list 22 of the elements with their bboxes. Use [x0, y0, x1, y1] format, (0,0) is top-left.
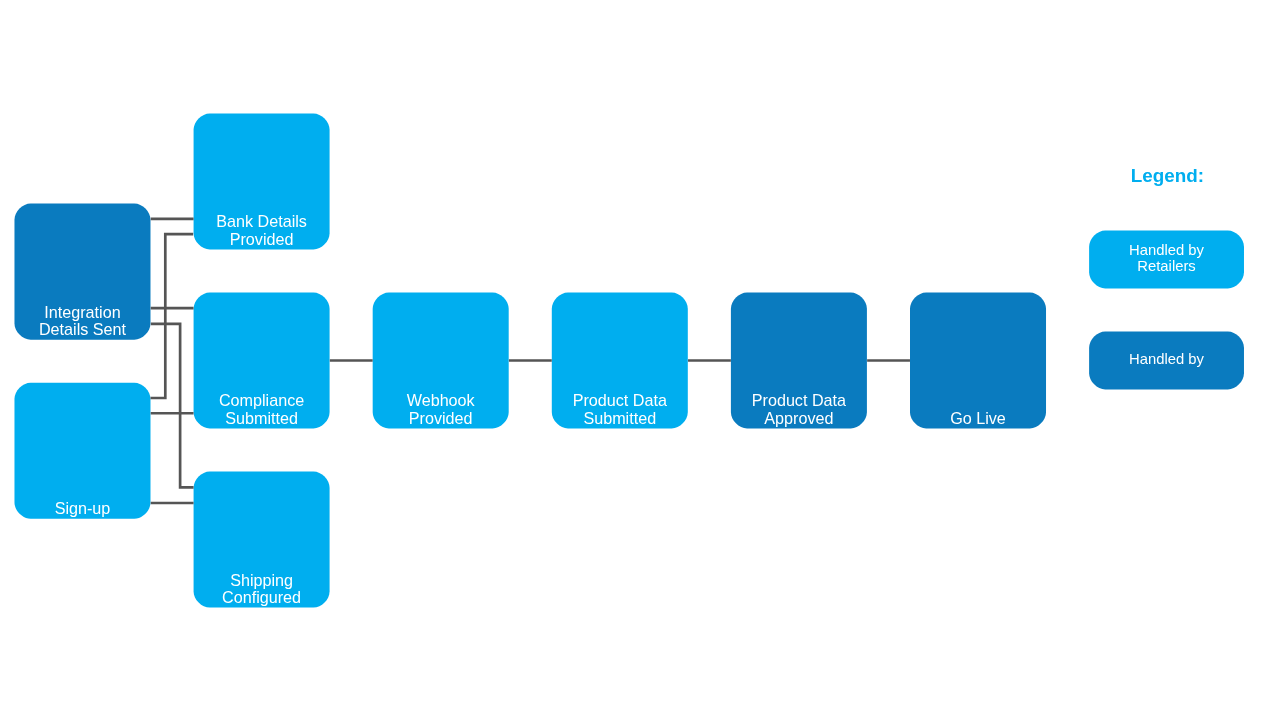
label: Legend:	[1130, 164, 1205, 186]
node-box: Product Data Approved	[730, 292, 867, 428]
node-box: Shipping Configured	[193, 471, 330, 608]
connector	[329, 358, 373, 362]
legend-label: Handled by Retailers	[1129, 241, 1204, 274]
connector	[150, 411, 194, 415]
connector	[150, 306, 194, 310]
connector	[688, 358, 731, 362]
legend-label: Handled by	[1129, 350, 1204, 367]
node-box: Bank Details Provided	[193, 112, 330, 249]
node-box: Compliance Submitted	[193, 292, 330, 428]
connector	[150, 232, 194, 399]
node-box: Sign-up	[14, 382, 151, 519]
connector	[508, 358, 552, 362]
node-box: Integration Details Sent	[14, 203, 151, 340]
node-box: Product Data Submitted	[551, 292, 688, 428]
connector	[867, 358, 910, 362]
node-box: Go Live	[910, 292, 1046, 428]
connector	[150, 322, 194, 489]
connector	[150, 501, 194, 504]
node-box: Webhook Provided	[372, 292, 509, 428]
connector	[150, 217, 194, 220]
